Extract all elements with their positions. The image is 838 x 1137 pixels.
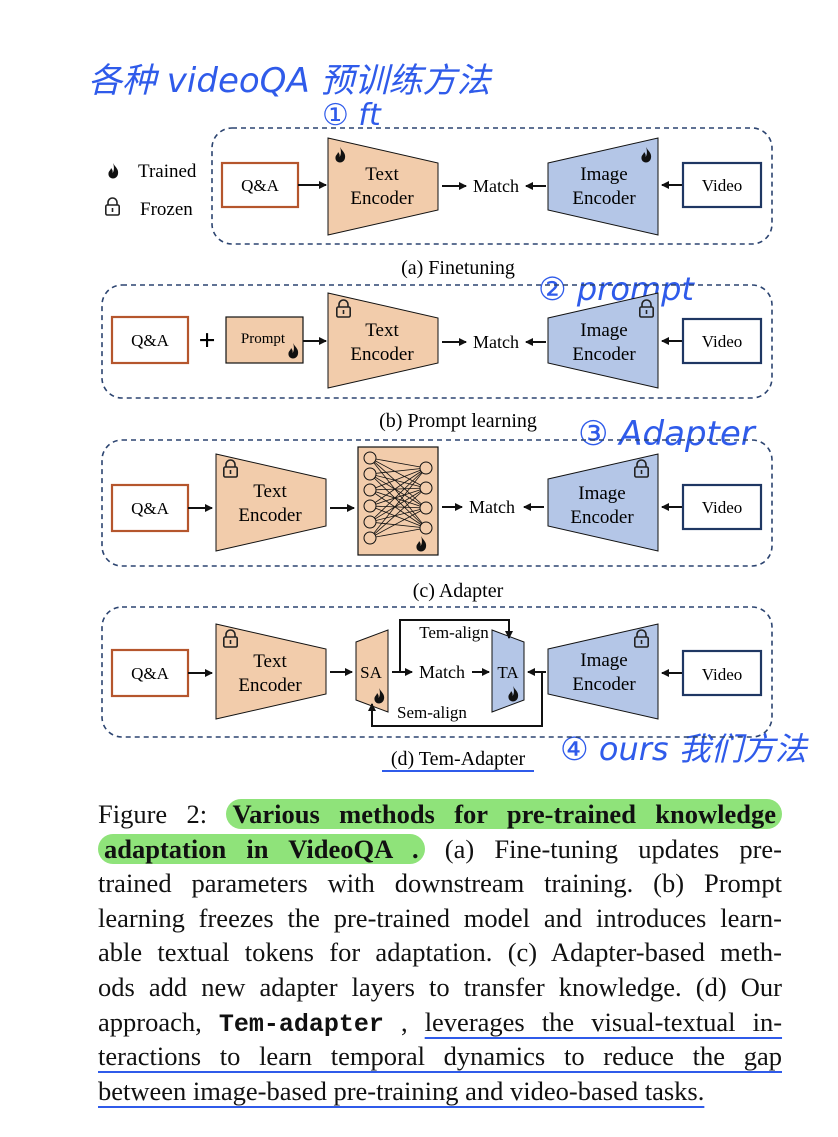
match-label: Match: [473, 332, 519, 352]
caption-line: Figure 2: Various methods for pre-traine…: [98, 797, 782, 832]
caption-line: teractions to learn temporal dynamics to…: [98, 1041, 782, 1072]
qa-box: [110, 315, 190, 365]
legend-frozen: Frozen: [140, 199, 193, 220]
match-label: Match: [469, 497, 515, 517]
image-encoder: [547, 453, 659, 552]
panel-caption: (c) Adapter: [413, 580, 504, 602]
panel-prompt-learning: Q&A + Prompt Text Encoder Match Image En…: [101, 284, 773, 399]
text-encoder-label: Text: [253, 651, 287, 672]
text-encoder: [327, 137, 439, 236]
text-encoder: [327, 292, 439, 389]
text-encoder-label: Encoder: [350, 344, 414, 365]
image-encoder-label: Image: [580, 320, 627, 341]
panel-finetuning: Q&A Text Encoder Match Image Encoder Vid…: [211, 127, 773, 245]
image-encoder-label: Encoder: [570, 507, 634, 528]
caption-line: approach, Tem-adapter , leverages the vi…: [98, 1005, 782, 1040]
match-label: Match: [419, 662, 465, 682]
video-box: [681, 161, 763, 209]
image-encoder: [547, 137, 659, 236]
video-box: [681, 649, 763, 697]
panel-adapter: Q&A Text Encoder Match: [101, 439, 773, 567]
text-encoder-label: Encoder: [238, 675, 302, 696]
annotation-ft: ① ft: [322, 98, 382, 133]
caption-text: (a) Fine-tuning updates pre-: [444, 833, 782, 864]
image-encoder-label: Encoder: [572, 674, 636, 695]
legend-trained: Trained: [138, 161, 197, 182]
plus-sign: +: [198, 324, 215, 357]
caption-text: ,: [400, 1006, 408, 1037]
trained-flame-icon: [108, 163, 119, 179]
ta-label: TA: [497, 663, 519, 682]
caption-lead: Figure 2:: [98, 799, 208, 829]
qa-label: Q&A: [241, 176, 280, 195]
caption-line: between image-based pre-training and vid…: [98, 1075, 705, 1106]
caption-underlined: leverages the visual-textual in-: [424, 1006, 783, 1037]
figure-caption: Figure 2: Various methods for pre-traine…: [98, 797, 782, 1108]
qa-label: Q&A: [131, 499, 170, 518]
text-encoder-label: Encoder: [238, 505, 302, 526]
text-encoder: [215, 453, 327, 552]
tem-align-label: Tem-align: [419, 623, 489, 642]
qa-label: Q&A: [131, 664, 170, 683]
caption-highlight: adaptation in VideoQA .: [98, 833, 425, 864]
qa-box: [110, 483, 190, 533]
image-encoder-label: Image: [580, 164, 627, 185]
video-box: [681, 483, 763, 531]
image-encoder-label: Image: [578, 483, 625, 504]
video-label: Video: [702, 665, 743, 684]
caption-text: approach,: [98, 1006, 202, 1037]
caption-line: ods add new adapter layers to transfer k…: [98, 971, 782, 1002]
prompt-label: Prompt: [241, 331, 286, 347]
panel-caption: (b) Prompt learning: [379, 410, 537, 432]
text-encoder-label: Text: [253, 481, 287, 502]
sem-align-label: Sem-align: [397, 703, 467, 722]
panel-tem-adapter: Q&A Text Encoder SA Match TA Tem-align S…: [101, 606, 773, 738]
annotation-adapter: ③ Adapter: [578, 414, 757, 454]
caption-line: trained parameters with downstream train…: [98, 868, 782, 899]
method-name: Tem-adapter: [218, 1009, 384, 1039]
caption-line: able textual tokens for adaptation. (c) …: [98, 937, 782, 968]
video-box: [681, 317, 763, 365]
title-annotation: 各种 videoQA 预训练方法: [88, 61, 494, 101]
caption-line: learning freezes the pre-trained model a…: [98, 902, 782, 933]
caption-line: adaptation in VideoQA . (a) Fine-tuning …: [98, 832, 782, 867]
qa-box: [110, 648, 190, 698]
qa-label: Q&A: [131, 331, 170, 350]
panel-caption: (a) Finetuning: [401, 257, 515, 279]
panel-caption: (d) Tem-Adapter: [391, 748, 526, 770]
frozen-lock-icon: [105, 197, 120, 216]
caption-highlight: Various methods for pre-trained knowledg…: [226, 799, 782, 829]
video-label: Video: [702, 498, 743, 517]
method-comparison-figure: 各种 videoQA 预训练方法 ① ft ② prompt ③ Adapter…: [88, 61, 810, 772]
video-label: Video: [702, 176, 743, 195]
text-encoder: [215, 623, 327, 720]
text-encoder-label: Encoder: [350, 188, 414, 209]
image-encoder: [547, 292, 659, 389]
image-encoder-label: Encoder: [572, 344, 636, 365]
video-label: Video: [702, 332, 743, 351]
image-encoder: [547, 623, 659, 720]
adapter-network: [357, 446, 439, 556]
match-label: Match: [473, 176, 519, 196]
annotation-ours: ④ ours 我们方法: [560, 730, 810, 768]
annotation-prompt: ② prompt: [538, 270, 695, 308]
sa-label: SA: [360, 663, 382, 682]
text-encoder-label: Text: [365, 164, 399, 185]
text-encoder-label: Text: [365, 320, 399, 341]
image-encoder-label: Image: [580, 650, 627, 671]
image-encoder-label: Encoder: [572, 188, 636, 209]
